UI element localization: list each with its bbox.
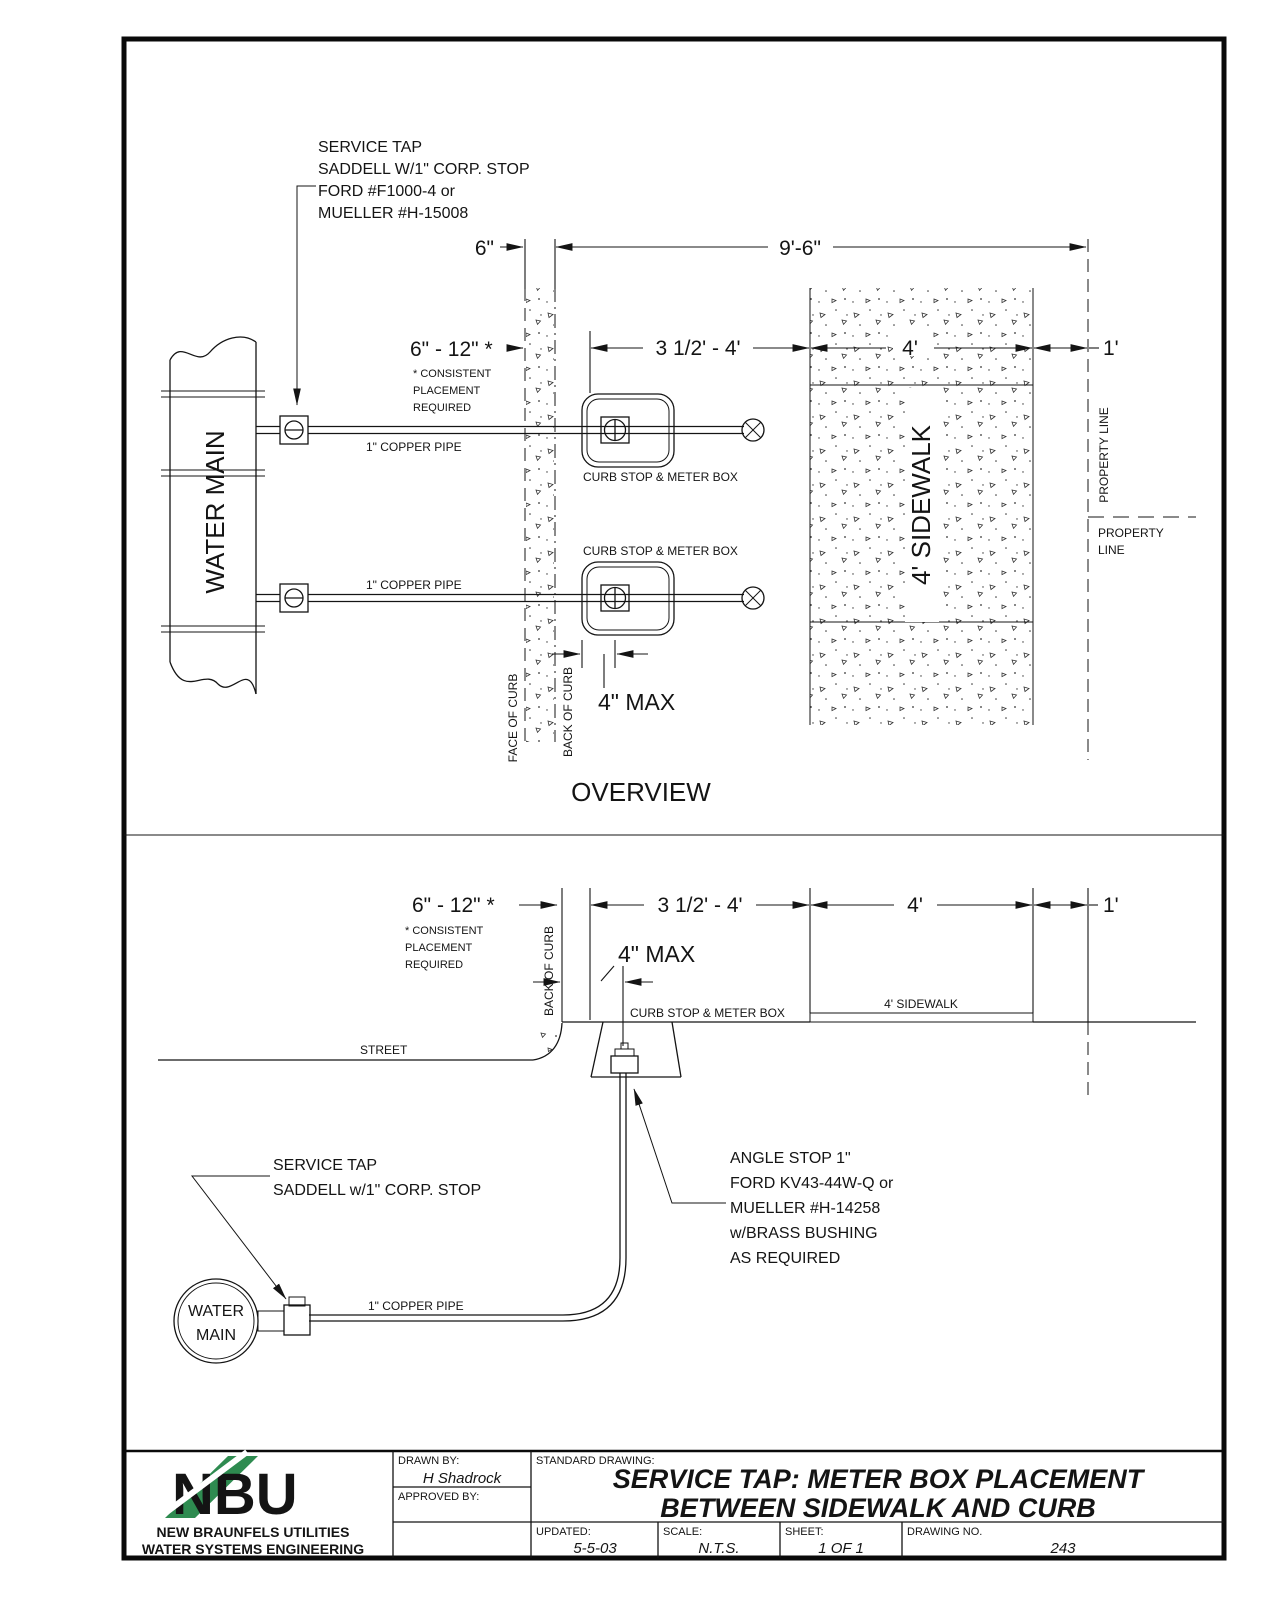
meter-box-2: CURB STOP & METER BOX (581, 544, 738, 636)
sheet-frame (121, 36, 1227, 1561)
curb-stop-meter-box-label: CURB STOP & METER BOX (630, 1006, 785, 1020)
nbu-logo: NBU NEW BRAUNFELS UTILITIES WATER SYSTEM… (142, 1449, 364, 1557)
dim-4max-plan: 4" MAX (552, 640, 675, 715)
copper-pipe-label: 1" COPPER PIPE (368, 1299, 464, 1313)
note-line: SADDELL W/1" CORP. STOP (318, 161, 530, 178)
meter-symbol (741, 418, 765, 442)
org-division: WATER SYSTEMS ENGINEERING (142, 1541, 364, 1557)
dim-sidewalk: 4' (907, 894, 923, 917)
angle-stop (610, 1042, 639, 1074)
note-line: SADDELL w/1" CORP. STOP (273, 1182, 481, 1199)
note-line: ANGLE STOP 1" (730, 1150, 851, 1167)
dim-strip: 1' (1103, 337, 1119, 360)
drawn-by-value: H Shadrock (423, 1470, 503, 1487)
water-main-label: MAIN (196, 1327, 236, 1344)
dim-box-range: 3 1/2' - 4' (655, 337, 740, 360)
curb-strip: FACE OF CURB BACK OF CURB (506, 288, 575, 762)
note-line: PLACEMENT (413, 385, 481, 397)
drawing-title-line1: SERVICE TAP: METER BOX PLACEMENT (613, 1464, 1146, 1494)
copper-pipe-label: 1" COPPER PIPE (366, 440, 462, 454)
updated-label: UPDATED: (536, 1526, 591, 1538)
property-line-horizontal-label: PROPERTY (1098, 526, 1164, 540)
updated-value: 5-5-03 (573, 1540, 617, 1557)
copper-pipe-label: 1" COPPER PIPE (366, 578, 462, 592)
note-line: MUELLER #H-15008 (318, 205, 468, 222)
note-line: REQUIRED (405, 959, 463, 971)
sheet-label: SHEET: (785, 1526, 824, 1538)
note-line: AS REQUIRED (730, 1250, 840, 1267)
note-line: SERVICE TAP (273, 1157, 377, 1174)
note-line: * CONSISTENT (413, 368, 492, 380)
back-of-curb-label: BACK OF CURB (542, 926, 556, 1016)
dim-curb-width: 6" (475, 237, 494, 260)
note-line: SERVICE TAP (318, 139, 422, 156)
standard-drawing-label: STANDARD DRAWING: (536, 1455, 655, 1467)
meter-symbol (741, 586, 765, 610)
property-line: PROPERTY LINE PROPERTY LINE (1087, 239, 1196, 760)
org-name: NEW BRAUNFELS UTILITIES (157, 1524, 350, 1540)
note-line: REQUIRED (413, 402, 471, 414)
dim-offset: 6" - 12" * (410, 338, 493, 361)
service-line-2: 1" COPPER PIPE (256, 578, 765, 613)
water-main-label: WATER (188, 1303, 244, 1320)
dim-box-offset: 4" MAX (598, 689, 675, 715)
curb-stop-meter-box-label: CURB STOP & METER BOX (583, 470, 738, 484)
dim-row-mid: 6" - 12" * * CONSISTENT PLACEMENT REQUIR… (410, 331, 1119, 414)
sheet-value: 1 OF 1 (818, 1540, 864, 1557)
property-line-horizontal-label: LINE (1098, 543, 1125, 557)
service-tap-note: SERVICE TAP SADDELL W/1" CORP. STOP FORD… (293, 139, 530, 406)
meter-box-profile: CURB STOP & METER BOX 1" COPPER PIPE (309, 1006, 785, 1322)
service-tap-note-profile: SERVICE TAP SADDELL w/1" CORP. STOP (190, 1157, 481, 1300)
note-line: MUELLER #H-14258 (730, 1200, 880, 1217)
note-line: FORD KV43-44W-Q or (730, 1175, 894, 1192)
back-of-curb-label: BACK OF CURB (561, 667, 575, 757)
drawn-by-label: DRAWN BY: (398, 1455, 459, 1467)
meter-box-1: CURB STOP & METER BOX (581, 393, 738, 484)
sidewalk-label: 4' SIDEWALK (906, 424, 936, 585)
profile-view: 6" - 12" * * CONSISTENT PLACEMENT REQUIR… (158, 888, 1196, 1364)
dim-strip: 1' (1103, 894, 1119, 917)
curb-stop-meter-box-label: CURB STOP & METER BOX (583, 544, 738, 558)
note-line: * CONSISTENT (405, 925, 484, 937)
face-of-curb-label: FACE OF CURB (506, 674, 520, 763)
angle-stop-note: ANGLE STOP 1" FORD KV43-44W-Q or MUELLER… (633, 1088, 894, 1267)
title-block: NBU NEW BRAUNFELS UTILITIES WATER SYSTEM… (124, 1449, 1224, 1558)
drawing-no-label: DRAWING NO. (907, 1526, 982, 1538)
overview-view: WATER MAIN FACE OF CURB BACK OF CURB 4' … (161, 139, 1196, 807)
dim-total: 9'-6" (779, 237, 821, 260)
view-title: OVERVIEW (571, 777, 711, 807)
dim-row-profile: 6" - 12" * * CONSISTENT PLACEMENT REQUIR… (405, 888, 1119, 1095)
pipe-joints (161, 390, 265, 633)
scale-label: SCALE: (663, 1526, 702, 1538)
ground-profile: STREET 4' SIDEWALK (158, 997, 1196, 1061)
dim-box-offset: 4" MAX (618, 941, 695, 967)
approved-by-label: APPROVED BY: (398, 1491, 479, 1503)
sidewalk-plan: 4' SIDEWALK (809, 288, 1034, 725)
water-main-profile: WATER MAIN (173, 1278, 311, 1364)
dim-box-range: 3 1/2' - 4' (657, 894, 742, 917)
sidewalk-label: 4' SIDEWALK (884, 997, 958, 1011)
dim-row-top: 6" 9'-6" (475, 237, 1087, 289)
dim-offset: 6" - 12" * (412, 894, 495, 917)
water-main-plan: WATER MAIN (161, 336, 265, 695)
service-line-1: 1" COPPER PIPE (256, 415, 765, 454)
scale-value: N.T.S. (698, 1540, 739, 1557)
note-line: FORD #F1000-4 or (318, 183, 456, 200)
note-line: PLACEMENT (405, 942, 473, 954)
drawing-title-line2: BETWEEN SIDEWALK AND CURB (660, 1493, 1096, 1523)
dim-sidewalk: 4' (902, 337, 918, 360)
note-line: w/BRASS BUSHING (729, 1225, 878, 1242)
water-main-label: WATER MAIN (200, 430, 230, 593)
dim-4max-profile: 4" MAX (533, 941, 695, 1046)
street-label: STREET (360, 1043, 408, 1057)
property-line-vertical-label: PROPERTY LINE (1097, 407, 1111, 503)
drawing-no-value: 243 (1049, 1540, 1076, 1557)
